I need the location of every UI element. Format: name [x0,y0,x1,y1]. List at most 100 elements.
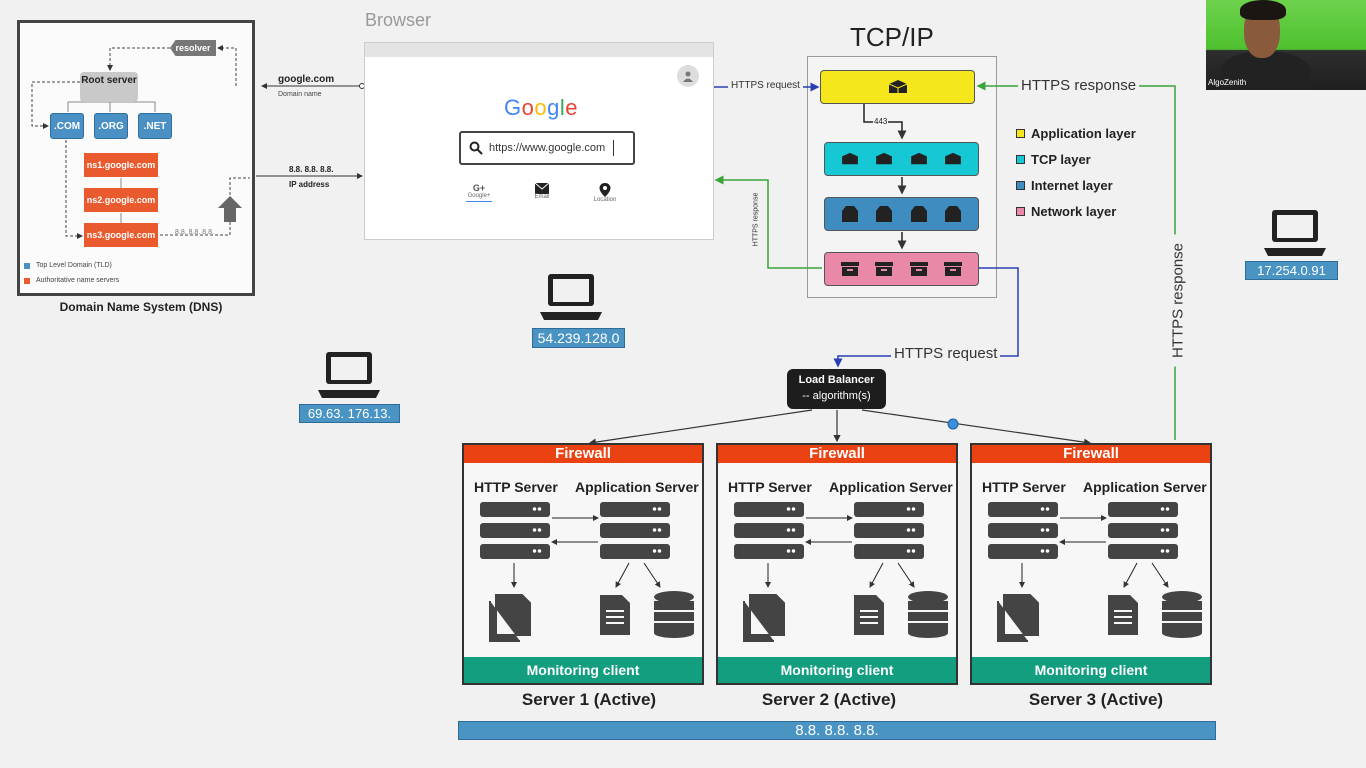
root-server-node: Root server [80,72,138,102]
webcam-name-label: AlgoZenith [1208,78,1247,87]
legend-tld: Top Level Domain (TLD) [24,262,112,269]
browser-title: Browser [365,10,432,30]
load-balancer-title: Load Balancer [798,374,875,386]
browser-window: Google https://www.google.com G+ Google+… [364,42,714,240]
load-balancer-node: Load Balancer -- algorithm(s) [787,369,886,409]
ns3-node: ns3.google.com [84,223,158,247]
packet-icon [910,206,927,222]
firewall-bar: Firewall [464,445,702,463]
server-rack-icon [734,523,804,538]
legend-network-layer: Network layer [1016,198,1136,224]
domain-name-label: Domain name [278,91,322,98]
internet-layer-block [824,197,979,231]
server-rack-icon [854,502,924,517]
package-icon [888,80,907,93]
port-label: 443 [873,117,889,126]
tld-com-node: .COM [50,113,84,139]
server-rack-icon [854,523,924,538]
server-internal-links [997,515,1202,642]
server-rack-icon [988,502,1058,517]
firewall-bar: Firewall [718,445,956,463]
package-icon [945,152,962,165]
search-box[interactable]: https://www.google.com [459,131,635,165]
https-response-left-label: HTTPS response [752,181,760,258]
location-item[interactable]: Location [585,183,625,203]
network-layer-block [824,252,979,286]
dns-connectors [31,45,365,239]
server-rack-icon [600,544,670,559]
email-label: Email [534,194,550,200]
frame-icon [875,262,894,276]
https-request-bottom-label: HTTPS request [891,345,1001,362]
http-server-title: HTTP Server [982,479,1066,495]
webcam-video: AlgoZenith [1206,0,1366,90]
server-cluster-2: Firewall HTTP Server Application Server … [716,443,958,685]
http-server-title: HTTP Server [728,479,812,495]
resolver-arrow: resolver [170,40,216,56]
https-response-right-label: HTTPS response [1169,234,1187,367]
package-icon [876,152,893,165]
ip-address-label: IP address [289,180,330,189]
ns-ip-label: 8.8. 8.8. 8.8. [175,229,214,236]
monitoring-client-bar: Monitoring client [464,657,702,683]
packet-icon [876,206,893,222]
load-balancer-subtitle: -- algorithm(s) [802,390,871,402]
application-layer-block [820,70,975,104]
client-ip-center: 54.239.128.0 [532,328,625,348]
tld-net-node: .NET [138,113,172,139]
search-input[interactable]: https://www.google.com [489,142,606,154]
email-item[interactable]: Email [522,183,562,200]
laptop-icon [318,352,380,398]
dns-caption: Domain Name System (DNS) [59,300,223,314]
legend-tcp-layer: TCP layer [1016,146,1136,172]
package-icon [841,152,858,165]
client-ip-left: 69.63. 176.13. [299,404,400,423]
server-rack-icon [600,523,670,538]
email-icon [535,183,549,194]
laptop-icon [540,274,602,320]
search-icon [469,141,483,155]
https-request-top-label: HTTPS request [728,80,803,91]
laptop-icon [1264,210,1326,256]
frame-icon [909,262,928,276]
presenter-body [1220,52,1310,90]
google-plus-item[interactable]: G+ Google+ [459,183,499,202]
server-ip-bar: 8.8. 8.8. 8.8. [458,721,1216,740]
legend-internet-layer: Internet layer [1016,172,1136,198]
google-logo: Google [504,95,579,120]
client-ip-right: 17.254.0.91 [1245,261,1338,280]
server-rack-icon [854,544,924,559]
legend-application-layer: Application layer [1016,120,1136,146]
packet-icon [945,206,962,222]
server-rack-icon [1108,502,1178,517]
frame-icon [840,262,859,276]
server-rack-icon [480,544,550,559]
legend-authoritative: Authoritative name servers [24,277,119,284]
ip-address-value: 8.8. 8.8. 8.8. [289,165,334,174]
domain-name-value: google.com [278,74,335,85]
server-rack-icon [734,502,804,517]
server-internal-links [489,515,694,642]
server-rack-icon [1108,523,1178,538]
location-label: Location [593,197,617,203]
location-icon [599,183,611,197]
frame-icon [944,262,963,276]
tld-org-node: .ORG [94,113,128,139]
monitoring-client-bar: Monitoring client [718,657,956,683]
presenter-hair [1240,0,1286,20]
application-server-title: Application Server [575,479,699,495]
server-1-caption: Server 1 (Active) [521,690,657,709]
server-rack-icon [734,544,804,559]
application-server-title: Application Server [829,479,953,495]
package-icon [910,152,927,165]
https-response-top-label: HTTPS response [1018,77,1140,94]
http-server-title: HTTP Server [474,479,558,495]
google-plus-icon: G+ [472,183,486,193]
user-avatar-icon[interactable] [677,65,699,87]
server-rack-icon [988,523,1058,538]
server-rack-icon [600,502,670,517]
ns2-node: ns2.google.com [84,188,158,212]
server-rack-icon [988,544,1058,559]
server-2-caption: Server 2 (Active) [761,690,897,709]
tcp-ip-title: TCP/IP [850,22,934,52]
